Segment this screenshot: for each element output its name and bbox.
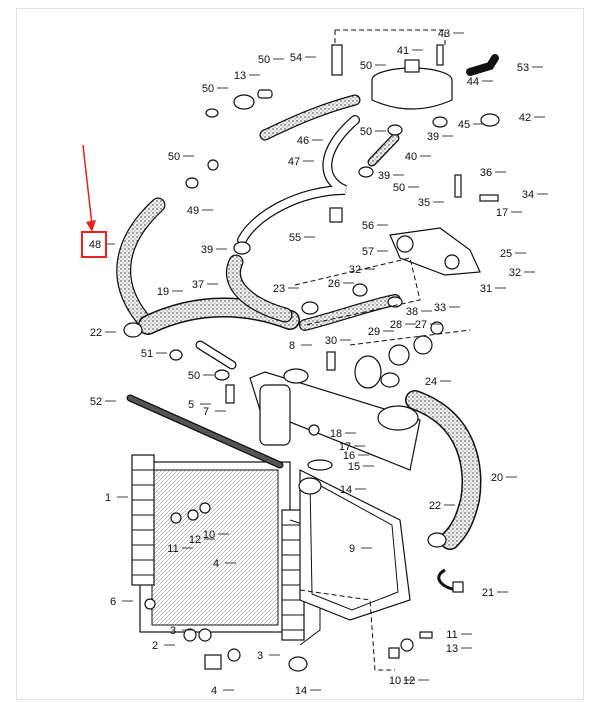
- callout-1: 1: [105, 492, 111, 504]
- callout-41: 41: [397, 45, 409, 57]
- thermostat-housing: [389, 227, 481, 276]
- callout-51: 51: [141, 348, 153, 360]
- callout-30: 30: [325, 335, 337, 347]
- callout-50: 50: [202, 83, 214, 95]
- callout-16: 16: [343, 450, 355, 462]
- callout-10: 10: [389, 675, 401, 687]
- callout-22: 22: [429, 500, 441, 512]
- callout-53: 53: [517, 62, 529, 74]
- callout-4: 4: [211, 685, 217, 697]
- reference-lines: [294, 29, 471, 671]
- callout-50: 50: [393, 182, 405, 194]
- highlighted-callout-48: [81, 144, 107, 258]
- callout-28: 28: [390, 319, 402, 331]
- callout-17: 17: [496, 207, 508, 219]
- callout-39: 39: [427, 131, 439, 143]
- callout-42: 42: [519, 112, 531, 124]
- callout-8: 8: [289, 340, 295, 352]
- callout-56: 56: [362, 220, 374, 232]
- callout-32: 32: [509, 267, 521, 279]
- callout-18: 18: [330, 428, 342, 440]
- callout-23: 23: [273, 283, 285, 295]
- leader-lines: [105, 32, 548, 691]
- callout-32: 32: [349, 264, 361, 276]
- callout-4: 4: [213, 558, 219, 570]
- callout-36: 36: [480, 167, 492, 179]
- pump-housing: [249, 368, 421, 471]
- callout-50: 50: [360, 60, 372, 72]
- callout-11: 11: [167, 543, 178, 555]
- callout-26: 26: [328, 278, 340, 290]
- callout-38: 38: [406, 306, 418, 318]
- small-parts: [123, 44, 500, 672]
- callout-37: 37: [192, 279, 204, 291]
- expansion-tank: [371, 59, 453, 110]
- callout-52: 52: [90, 396, 102, 408]
- callout-43: 43: [438, 28, 450, 40]
- callout-21: 21: [482, 587, 494, 599]
- red-arrowhead-icon: [86, 220, 96, 232]
- callout-7: 7: [203, 406, 209, 418]
- callout-12: 12: [189, 534, 201, 546]
- callout-11: 11: [446, 629, 457, 641]
- callout-39: 39: [378, 170, 390, 182]
- callout-44: 44: [467, 76, 479, 88]
- red-arrow-icon: [82, 144, 93, 226]
- callout-2: 2: [152, 640, 158, 652]
- callout-12: 12: [403, 675, 415, 687]
- callout-9: 9: [349, 543, 355, 555]
- callout-34: 34: [522, 189, 534, 201]
- callout-33: 33: [434, 302, 446, 314]
- callout-57: 57: [362, 246, 374, 258]
- callout-13: 13: [234, 70, 246, 82]
- callout-19: 19: [157, 286, 169, 298]
- callout-50: 50: [168, 151, 180, 163]
- callout-25: 25: [500, 248, 512, 260]
- callout-45: 45: [458, 119, 470, 131]
- callout-49: 49: [187, 205, 199, 217]
- callout-3: 3: [170, 625, 176, 637]
- callout-10: 10: [203, 529, 215, 541]
- callout-40: 40: [405, 151, 417, 163]
- callout-3: 3: [257, 650, 263, 662]
- callout-20: 20: [491, 472, 503, 484]
- callout-55: 55: [289, 232, 301, 244]
- hoses: [116, 54, 499, 592]
- callout-17: 17: [339, 441, 351, 453]
- callout-39: 39: [201, 244, 213, 256]
- callout-54: 54: [290, 52, 302, 64]
- callout-47: 47: [288, 156, 300, 168]
- fan-shroud: [299, 469, 411, 621]
- callout-35: 35: [418, 197, 430, 209]
- red-highlight-box: [81, 231, 107, 258]
- callout-48: 48: [89, 239, 101, 251]
- callout-24: 24: [425, 376, 437, 388]
- callout-13: 13: [446, 643, 458, 655]
- callout-50: 50: [188, 370, 200, 382]
- callout-14: 14: [295, 685, 307, 697]
- callout-5: 5: [188, 399, 194, 411]
- callout-27: 27: [415, 319, 427, 331]
- callout-46: 46: [297, 135, 309, 147]
- callout-6: 6: [110, 596, 116, 608]
- radiator: [131, 454, 321, 646]
- callout-22: 22: [90, 327, 102, 339]
- callout-31: 31: [480, 283, 492, 295]
- callout-50: 50: [258, 54, 270, 66]
- callout-50: 50: [360, 126, 372, 138]
- callout-29: 29: [368, 326, 380, 338]
- callout-14: 14: [340, 484, 352, 496]
- callout-15: 15: [348, 461, 360, 473]
